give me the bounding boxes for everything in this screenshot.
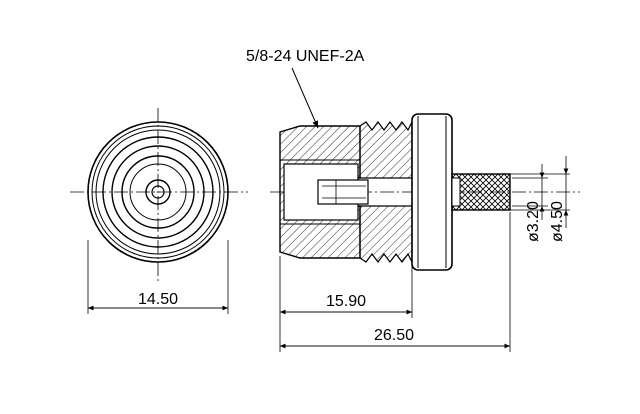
overall-length-label: 26.50 [374, 327, 414, 344]
side-view [270, 113, 580, 271]
thread-callout: 5/8-24 UNEF-2A [246, 48, 365, 129]
outer-crimp-diameter-label: ø4.50 [549, 201, 566, 242]
dim-front-diameter: 14.50 [87, 240, 229, 314]
body-length-label: 15.90 [326, 293, 366, 310]
dim-overall-length: 26.50 [280, 212, 511, 352]
thread-callout-label: 5/8-24 UNEF-2A [246, 48, 365, 65]
dim-body-length: 15.90 [279, 256, 413, 352]
dim-crimp-diameters: ø3.20 ø4.50 [510, 156, 570, 242]
inner-crimp-diameter-label: ø3.20 [525, 201, 542, 242]
front-view [70, 108, 248, 282]
front-diameter-label: 14.50 [138, 291, 178, 308]
